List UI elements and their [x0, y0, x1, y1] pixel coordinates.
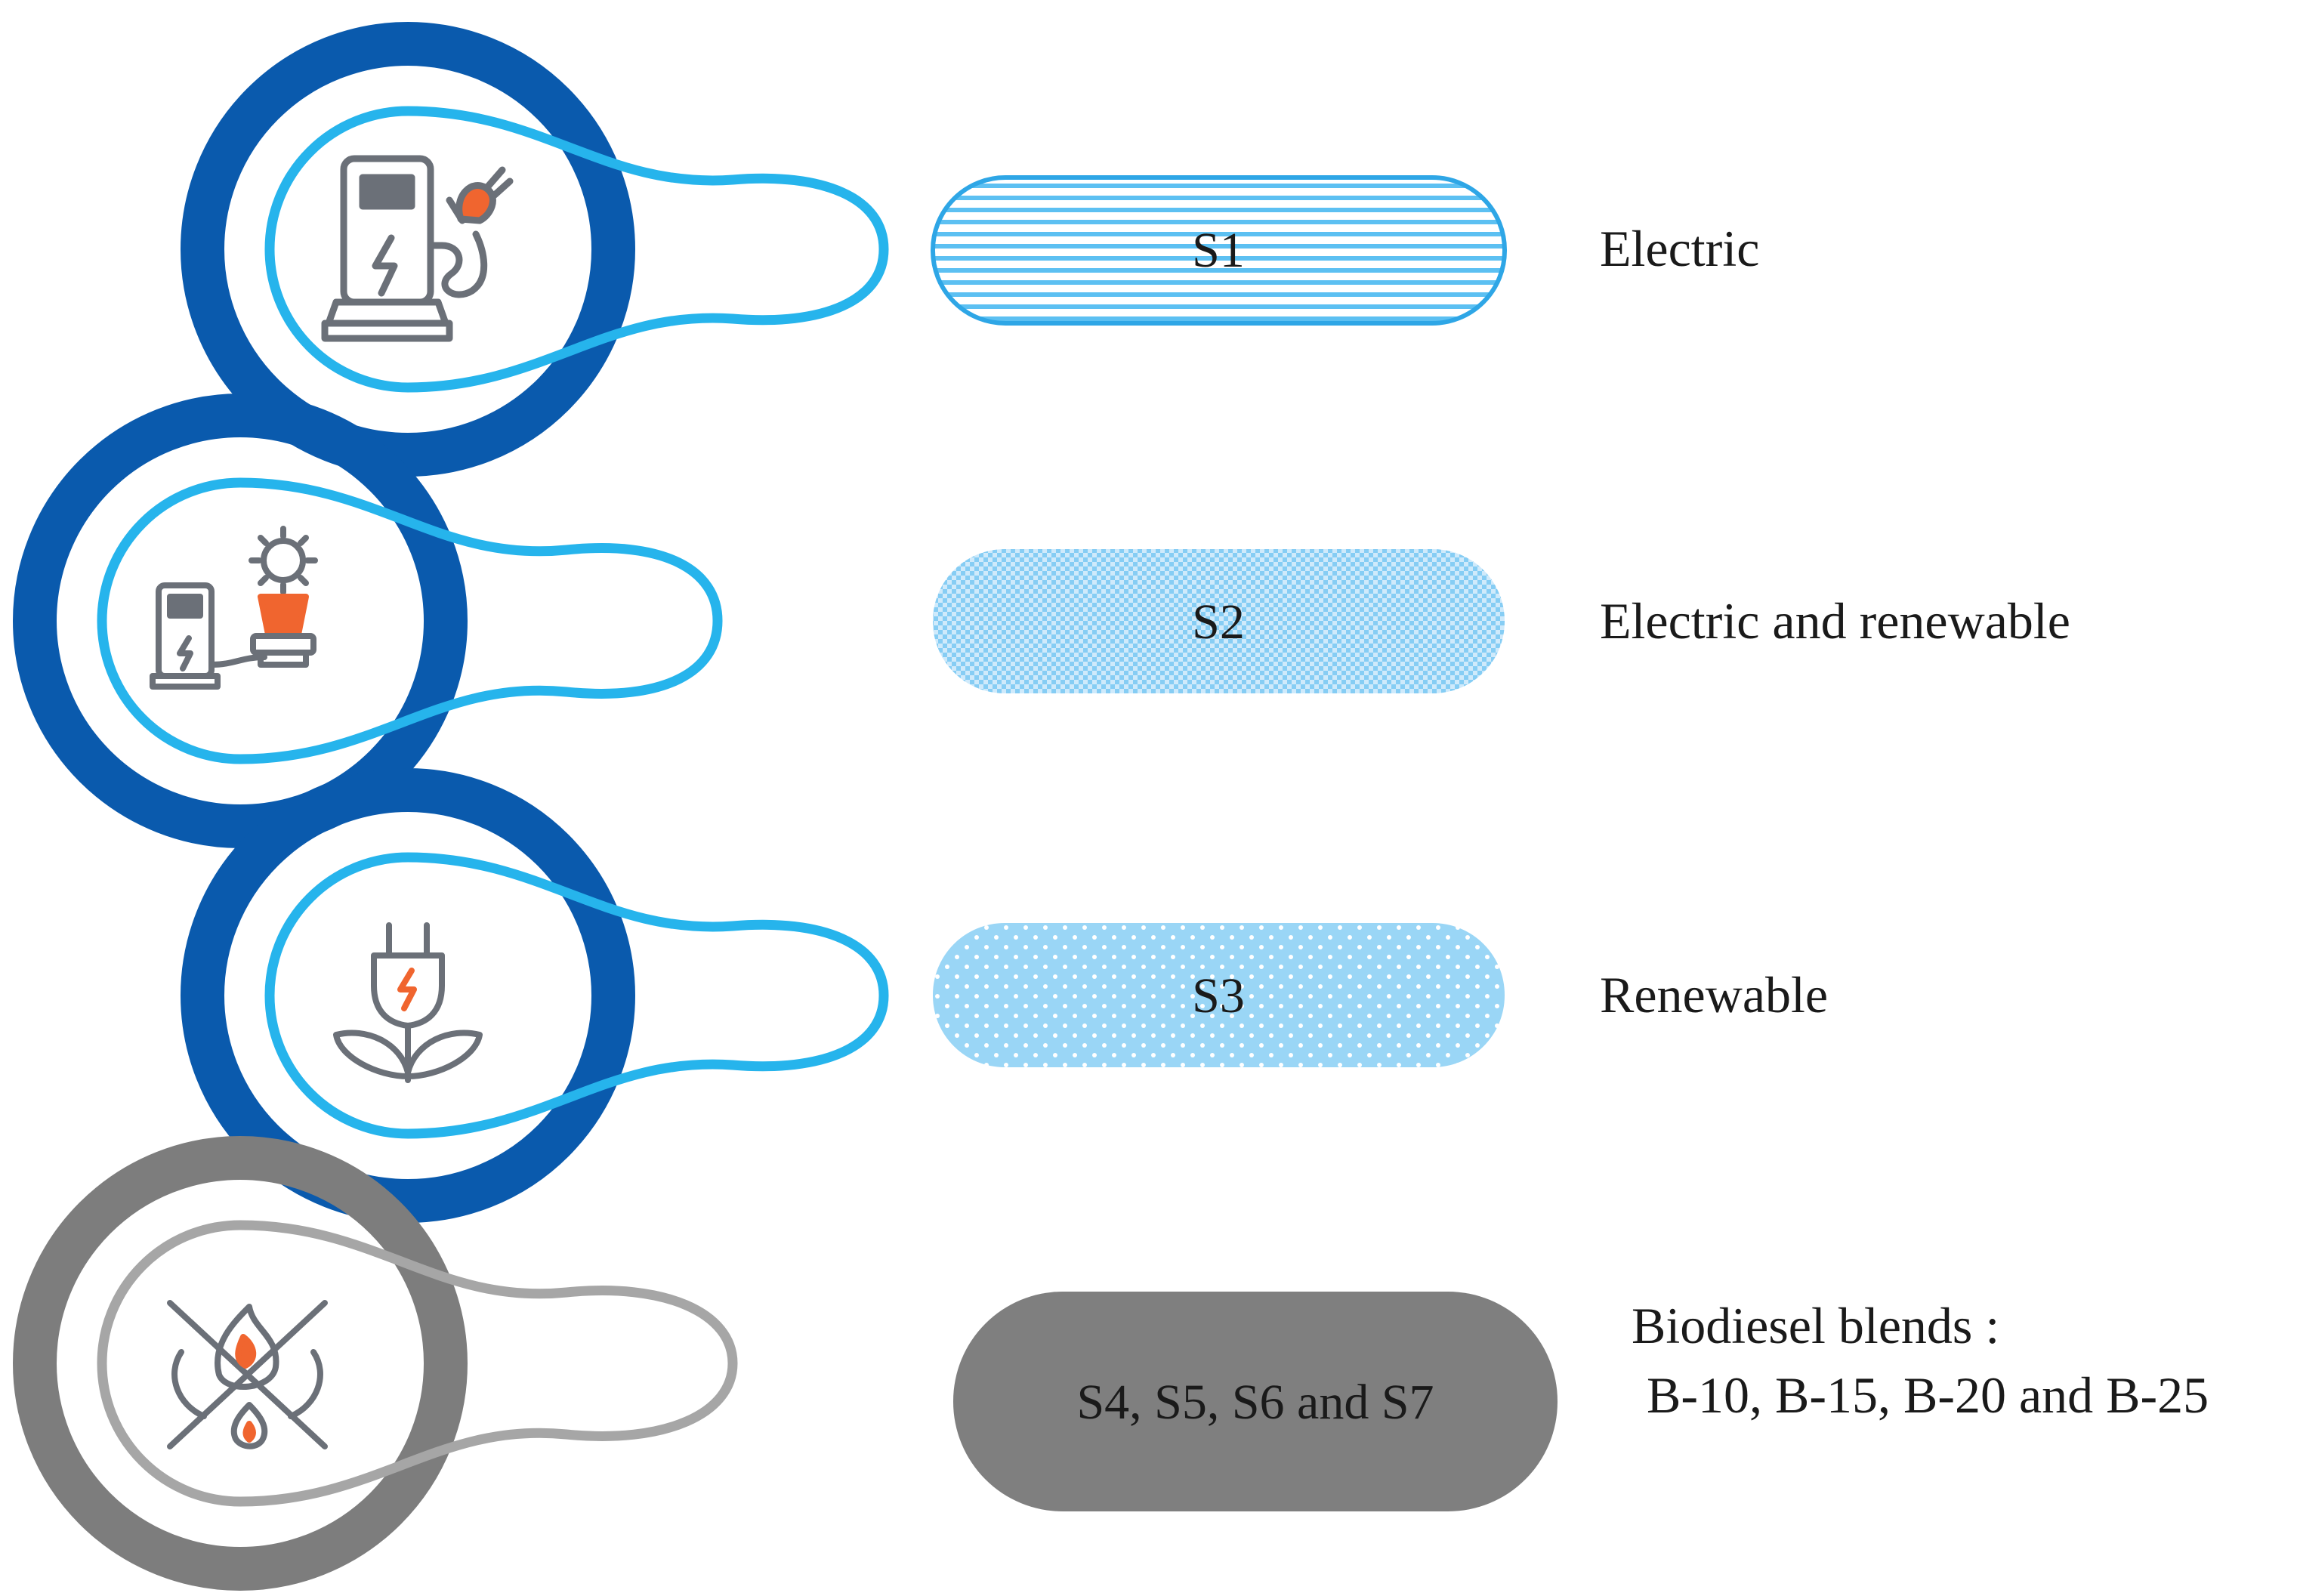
- outer-ring-s1: [181, 22, 635, 477]
- scenario-s3: S3 Renewable: [181, 768, 1828, 1223]
- pill-s3: [933, 923, 1505, 1067]
- pill-text-s2: S2: [1192, 594, 1245, 650]
- pill-s4: [953, 1292, 1558, 1511]
- label-s2: Electric and renewable: [1600, 592, 2070, 650]
- pill-text-s4: S4, S5, S6 and S7: [1076, 1375, 1434, 1430]
- bulb-loop-s3: [264, 852, 889, 1139]
- pill-s2: [933, 549, 1505, 693]
- label-s1: Electric: [1600, 220, 1759, 277]
- scenario-s4: S4, S5, S6 and S7 Biodiesel blends : B-1…: [13, 1136, 2209, 1591]
- pill-s1: [931, 175, 1507, 326]
- pill-text-s1: S1: [1192, 223, 1245, 278]
- scenario-s1: S1 Electric: [181, 22, 1759, 477]
- pill-text-s3: S3: [1192, 968, 1245, 1023]
- biofuel-flame-crossed-icon: [167, 1300, 328, 1449]
- bulb-loop-s1: [264, 106, 889, 393]
- outer-ring-s4: [13, 1136, 468, 1591]
- plug-leaf-icon: [333, 922, 483, 1083]
- bulb-loop-s2: [97, 477, 723, 764]
- label-s3: Renewable: [1600, 966, 1828, 1023]
- label-s4-line2: B-10, B-15, B-20 and B-25: [1647, 1366, 2209, 1424]
- scenario-s2: S2 Electric and renewable: [13, 394, 2070, 848]
- outer-ring-s2: [13, 394, 468, 848]
- charging-station-plug-icon: [321, 155, 514, 342]
- outer-ring-s3: [181, 768, 635, 1223]
- bulb-loop-s4: [97, 1220, 738, 1507]
- charging-station-solar-icon: [150, 526, 318, 690]
- label-s4-line1: Biodiesel blends :: [1632, 1297, 1999, 1354]
